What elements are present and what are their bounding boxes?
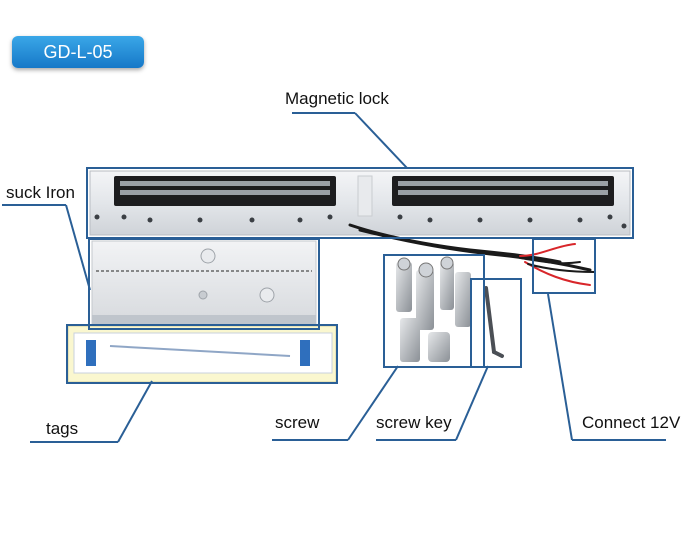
sticker-tag-icon	[67, 325, 337, 383]
connect-highlight	[532, 238, 596, 294]
screw-key-highlight	[470, 278, 522, 368]
suck-iron-highlight	[88, 238, 320, 330]
callout-lines	[2, 112, 666, 443]
screw-label: screw	[275, 413, 320, 432]
magnetic-lock-highlight	[86, 167, 634, 239]
tags-highlight	[66, 324, 338, 384]
magnetic-lock-label: Magnetic lock	[285, 89, 389, 108]
magnetic-lock-icon	[89, 170, 631, 236]
model-badge: GD-L-05	[12, 36, 144, 68]
screw-highlight	[383, 254, 485, 368]
armature-plate-icon	[91, 240, 317, 328]
suck-iron-label: suck Iron	[6, 183, 75, 202]
screw-key-label: screw key	[376, 413, 452, 432]
connect-label: Connect 12V	[582, 413, 681, 432]
hex-key-icon	[484, 286, 504, 358]
screw-pile-icon	[390, 256, 482, 367]
tags-label: tags	[46, 419, 79, 438]
